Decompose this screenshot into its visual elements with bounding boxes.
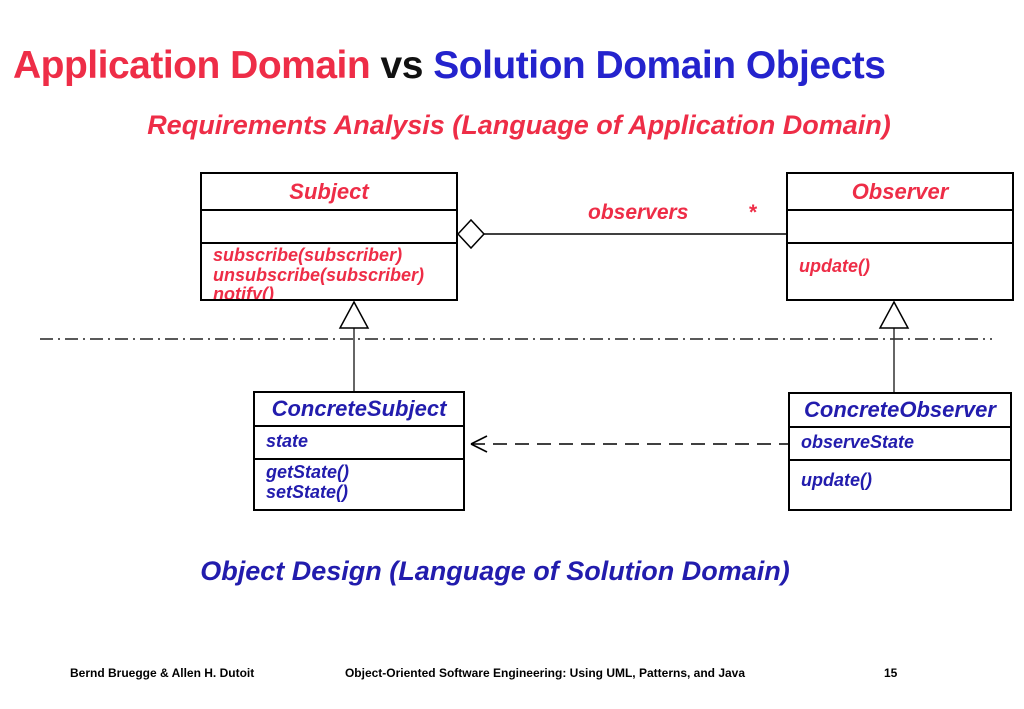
class-operations-concrete-subject: getState() setState() [255,460,463,509]
generalization-triangle-subject-icon [338,300,370,329]
aggregation-diamond-icon [456,218,486,250]
class-operations-concrete-observer: update() [790,461,1010,509]
class-name-subject: Subject [202,174,456,211]
class-name-concrete-subject: ConcreteSubject [255,393,463,427]
class-box-concrete-subject: ConcreteSubject state getState() setStat… [253,391,465,511]
footer-book-title: Object-Oriented Software Engineering: Us… [344,666,746,680]
slide-title: Application Domain vs Solution Domain Ob… [13,44,886,87]
class-operations-observer: update() [788,244,1012,299]
class-attributes-concrete-subject: state [255,427,463,460]
operation: setState() [266,481,349,502]
class-attributes-observer [788,211,1012,244]
class-name-concrete-observer: ConcreteObserver [790,394,1010,428]
class-attributes-subject [202,211,456,244]
footer-authors: Bernd Bruegge & Allen H. Dutoit [70,666,255,680]
class-box-concrete-observer: ConcreteObserver observeState update() [788,392,1012,511]
slide-footer: Bernd Bruegge & Allen H. Dutoit Object-O… [0,666,1024,686]
dependency-arrowhead-upper [470,435,488,445]
generalization-triangle-observer-icon [878,300,910,329]
operation: subscribe(subscriber) [213,245,403,265]
operation: update() [801,470,872,490]
class-operations-subject: subscribe(subscriber) unsubscribe(subscr… [202,244,456,299]
design-caption: Object Design (Language of Solution Doma… [200,556,790,586]
operation: update() [799,256,870,276]
association-multiplicity-label: * [749,201,758,224]
footer-page-number: 15 [884,666,898,680]
title-application-domain: Application Domain [13,44,371,87]
operation: notify() [213,284,274,299]
attribute: state [266,431,309,451]
operation: getState() [266,462,350,482]
title-vs: vs [370,44,434,87]
operation: unsubscribe(subscriber) [213,264,425,285]
title-solution-domain: Solution Domain Objects [433,44,886,87]
dependency-arrowhead-lower [470,443,488,453]
class-box-observer: Observer update() [786,172,1014,301]
association-name-label: observers [588,201,689,224]
class-attributes-concrete-observer: observeState [790,428,1010,461]
class-box-subject: Subject subscribe(subscriber) unsubscrib… [200,172,458,301]
requirements-caption: Requirements Analysis (Language of Appli… [147,110,891,140]
class-name-observer: Observer [788,174,1012,211]
attribute: observeState [801,432,915,452]
